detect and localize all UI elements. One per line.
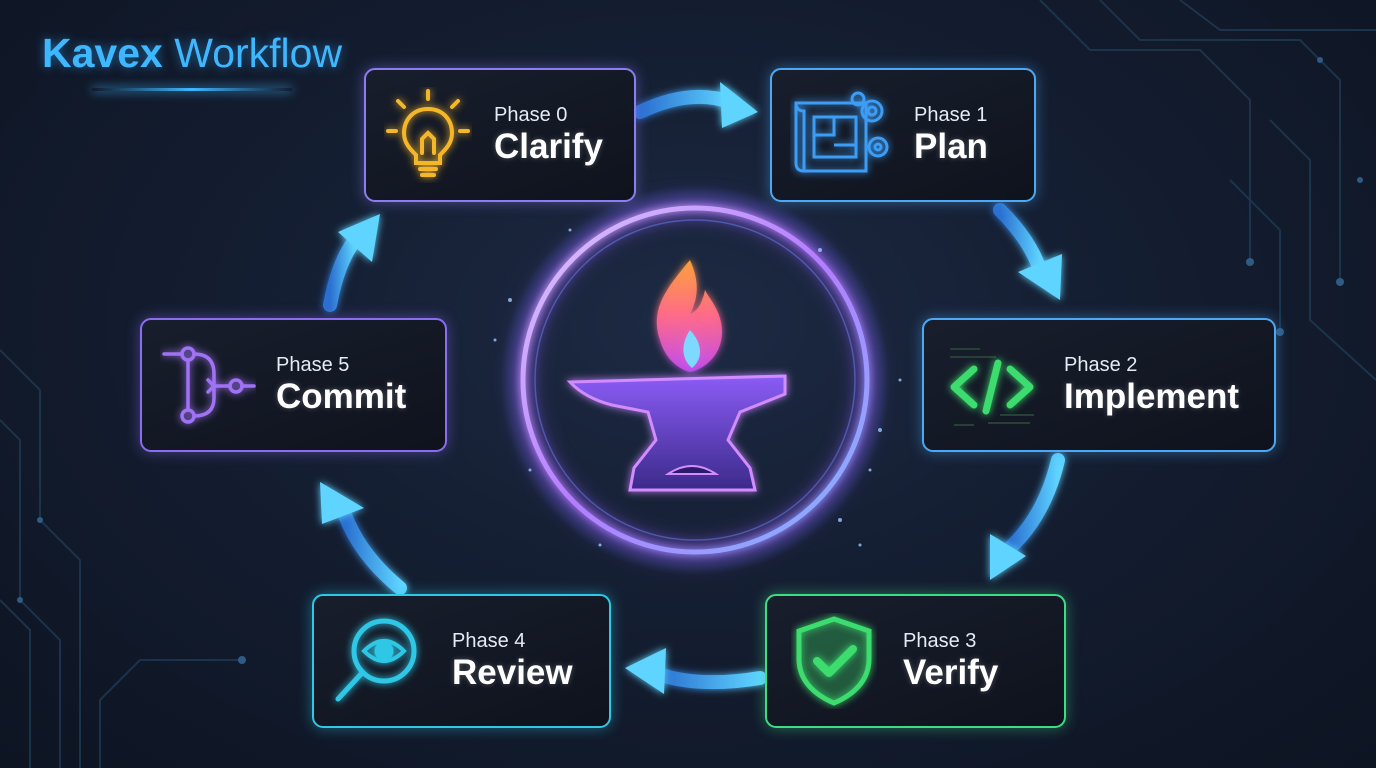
- page-title: Kavex Workflow: [42, 30, 342, 77]
- arrow-clarify-to-plan: [633, 89, 737, 119]
- phase-card-verify[interactable]: Phase 3 Verify: [765, 594, 1066, 728]
- arrow-review-to-commit: [338, 508, 407, 595]
- title-main: Kavex: [42, 30, 163, 76]
- phase-label: Phase 5: [276, 354, 350, 376]
- blueprint-gears-icon: [790, 85, 894, 185]
- arrowhead-review: [625, 648, 666, 694]
- phase-name: Verify: [903, 653, 999, 692]
- sparkles: [493, 228, 902, 547]
- arrow-commit-to-clarify: [323, 233, 362, 312]
- phase-card-review[interactable]: Phase 4 Review: [312, 594, 611, 728]
- magnifier-eye-icon: [328, 611, 432, 711]
- phase-name: Clarify: [494, 127, 603, 166]
- arrow-plan-to-implement: [993, 203, 1047, 277]
- arrow-implement-to-verify: [1003, 453, 1065, 555]
- git-branch-icon: [160, 340, 256, 430]
- arrowhead-plan: [720, 82, 758, 128]
- phase-card-implement[interactable]: Phase 2 Implement: [922, 318, 1276, 452]
- phase-name: Implement: [1064, 377, 1240, 416]
- phase-card-clarify[interactable]: Phase 0 Clarify: [364, 68, 636, 202]
- phase-label: Phase 3: [903, 630, 977, 652]
- phase-name: Review: [452, 653, 573, 692]
- phase-card-commit[interactable]: Phase 5 Commit: [140, 318, 447, 452]
- circuit-nodes: [17, 57, 1363, 664]
- shield-check-icon: [791, 613, 877, 709]
- title-underline: [92, 88, 292, 91]
- phase-name: Plan: [914, 127, 988, 166]
- arrowhead-commit: [320, 482, 364, 524]
- anvil-body: [566, 374, 787, 492]
- phase-card-plan[interactable]: Phase 1 Plan: [770, 68, 1036, 202]
- flame: [656, 260, 722, 372]
- arrowhead-clarify: [338, 214, 380, 262]
- arrow-heads: [320, 82, 1062, 694]
- code-brackets-icon: [940, 335, 1044, 435]
- phase-label: Phase 0: [494, 104, 568, 126]
- arrowhead-implement: [1018, 254, 1062, 300]
- glowing-ring: [520, 205, 870, 555]
- anvil-flame-icon: [566, 260, 787, 492]
- arrow-verify-to-review: [651, 667, 767, 690]
- title-sub: Workflow: [174, 30, 343, 76]
- central-emblem: [493, 185, 902, 575]
- lightbulb-icon: [384, 87, 472, 183]
- arrowhead-verify: [990, 534, 1026, 580]
- phase-label: Phase 1: [914, 104, 988, 126]
- phase-label: Phase 2: [1064, 354, 1138, 376]
- phase-name: Commit: [276, 377, 407, 416]
- phase-label: Phase 4: [452, 630, 526, 652]
